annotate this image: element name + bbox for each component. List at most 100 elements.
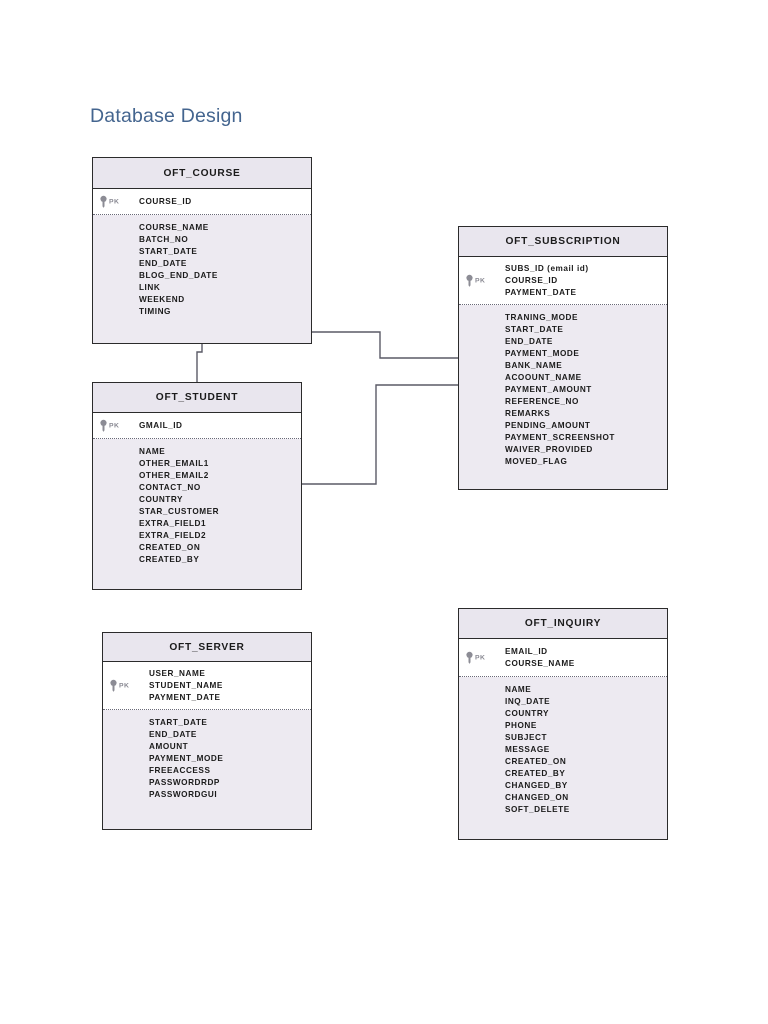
pk-label: PK [475, 654, 486, 661]
entity-field: CREATED_ON [505, 756, 567, 766]
entity-field: PASSWORDGUI [149, 789, 218, 799]
entity-name: OFT_STUDENT [155, 392, 239, 403]
pk-marker: PK [465, 651, 485, 664]
field-list-oft-inquiry: NAME INQ_DATE COUNTRY PHONE SUBJECT MESSAGE CR… [459, 677, 667, 815]
entity-oft-course[interactable]: OFT_COURSE PK COURSE_ID COURSE_NAME BATCH_NO… [92, 157, 312, 344]
entity-field: PAYMENT_SCREENSHOT [505, 432, 615, 442]
entity-field: COUNTRY [505, 708, 550, 718]
pk-label: PK [109, 422, 120, 429]
entity-field: CHANGED_BY [505, 780, 568, 790]
entity-header-oft-course: OFT_COURSE [93, 158, 311, 189]
field-list-oft-course: COURSE_NAME BATCH_NO START_DATE END_DATE BLO… [93, 215, 311, 317]
pk-field: COURSE_ID [139, 196, 192, 206]
key-icon [100, 419, 107, 432]
entity-oft-server[interactable]: OFT_SERVER PK USER_NAME STUDENT_NAME PAYMENT… [102, 632, 312, 830]
pk-section-oft-server: PK USER_NAME STUDENT_NAME PAYMENT_DATE [103, 662, 311, 710]
pk-field: SUBS_ID (email id) [505, 263, 589, 273]
entity-field: BLOG_END_DATE [139, 270, 218, 280]
pk-field-list: SUBS_ID (email id) COURSE_ID PAYMENT_DATE [505, 263, 589, 299]
key-icon [100, 195, 107, 208]
entity-field: CREATED_BY [139, 554, 200, 564]
entity-name: OFT_COURSE [163, 167, 241, 179]
pk-field: COURSE_ID [505, 275, 558, 285]
pk-section-oft-course: PK COURSE_ID [93, 189, 311, 215]
entity-field: START_DATE [139, 246, 198, 256]
pk-field: USER_NAME [149, 668, 206, 678]
entity-field: CREATED_BY [505, 768, 566, 778]
entity-field: COUNTRY [139, 494, 184, 504]
entity-oft-subscription[interactable]: OFT_SUBSCRIPTION PK SUBS_ID (email id) COUR… [458, 226, 668, 490]
entity-field: PAYMENT_AMOUNT [505, 384, 592, 394]
entity-field: PASSWORDRDP [149, 777, 220, 787]
entity-field: OTHER_EMAIL1 [139, 458, 209, 468]
key-icon [110, 679, 117, 692]
entity-field: PENDING_AMOUNT [505, 420, 591, 430]
pk-label: PK [119, 682, 130, 689]
entity-field: BANK_NAME [505, 360, 563, 370]
relationship-course-subscription [312, 331, 458, 359]
relationship-course-student [196, 344, 203, 382]
entity-field: SOFT_DELETE [505, 804, 570, 814]
entity-field: CONTACT_NO [139, 482, 201, 492]
pk-marker: PK [465, 274, 485, 287]
entity-field: SUBJECT [505, 732, 548, 742]
entity-field: FREEACCESS [149, 765, 211, 775]
pk-marker: PK [109, 679, 129, 692]
entity-field: START_DATE [149, 718, 208, 727]
entity-field: PAYMENT_MODE [149, 753, 224, 763]
entity-field: EXTRA_FIELD2 [139, 530, 207, 540]
pk-field: COURSE_NAME [505, 658, 575, 668]
pk-field: EMAIL_ID [505, 646, 548, 656]
entity-field: STAR_CUSTOMER [139, 506, 220, 516]
pk-label: PK [475, 277, 486, 284]
entity-header-oft-subscription: OFT_SUBSCRIPTION [459, 227, 667, 257]
pk-field: PAYMENT_DATE [149, 692, 221, 702]
entity-field: PHONE [505, 720, 537, 730]
entity-field: AMOUNT [149, 741, 189, 751]
pk-field-list: GMAIL_ID [139, 420, 183, 432]
pk-marker: PK [99, 195, 119, 208]
pk-section-oft-subscription: PK SUBS_ID (email id) COURSE_ID PAYMENT_DAT… [459, 257, 667, 305]
entity-field: NAME [505, 685, 532, 694]
pk-field-list: EMAIL_ID COURSE_NAME [505, 646, 575, 670]
relationship-student-subscription [302, 384, 458, 485]
entity-field: OTHER_EMAIL2 [139, 470, 209, 480]
entity-oft-inquiry[interactable]: OFT_INQUIRY PK EMAIL_ID COURSE_NAME NAME INQ_… [458, 608, 668, 840]
key-icon [466, 651, 473, 664]
entity-field: END_DATE [139, 258, 187, 268]
entity-field: EXTRA_FIELD1 [139, 518, 207, 528]
entity-field: NAME [139, 447, 166, 456]
pk-field: PAYMENT_DATE [505, 287, 577, 297]
field-list-oft-subscription: TRANING_MODE START_DATE END_DATE PAYMENT_MO… [459, 305, 667, 467]
pk-field: STUDENT_NAME [149, 680, 223, 690]
entity-field: BATCH_NO [139, 234, 189, 244]
entity-field: START_DATE [505, 324, 564, 334]
entity-field: COURSE_NAME [139, 223, 209, 232]
entity-field: TRANING_MODE [505, 313, 579, 322]
pk-section-oft-student: PK GMAIL_ID [93, 413, 301, 439]
entity-field: END_DATE [505, 336, 553, 346]
key-icon [466, 274, 473, 287]
pk-marker: PK [99, 419, 119, 432]
entity-header-oft-student: OFT_STUDENT [93, 383, 301, 413]
entity-header-oft-server: OFT_SERVER [103, 633, 311, 662]
entity-field: LINK [139, 282, 161, 292]
field-list-oft-server: START_DATE END_DATE AMOUNT PAYMENT_MODE FREE… [103, 710, 311, 801]
entity-field: MESSAGE [505, 744, 550, 754]
entity-field: PAYMENT_MODE [505, 348, 580, 358]
entity-field: END_DATE [149, 729, 197, 739]
pk-field-list: USER_NAME STUDENT_NAME PAYMENT_DATE [149, 668, 223, 704]
entity-field: CREATED_ON [139, 542, 201, 552]
entity-field: INQ_DATE [505, 696, 551, 706]
entity-field: ACOOUNT_NAME [505, 372, 582, 382]
pk-label: PK [109, 198, 120, 205]
entity-field: REMARKS [505, 408, 551, 418]
entity-field: WAIVER_PROVIDED [505, 444, 593, 454]
entity-field: TIMING [139, 306, 171, 316]
entity-name: OFT_SERVER [169, 641, 245, 653]
entity-header-oft-inquiry: OFT_INQUIRY [459, 609, 667, 639]
entity-field: CHANGED_ON [505, 792, 569, 802]
